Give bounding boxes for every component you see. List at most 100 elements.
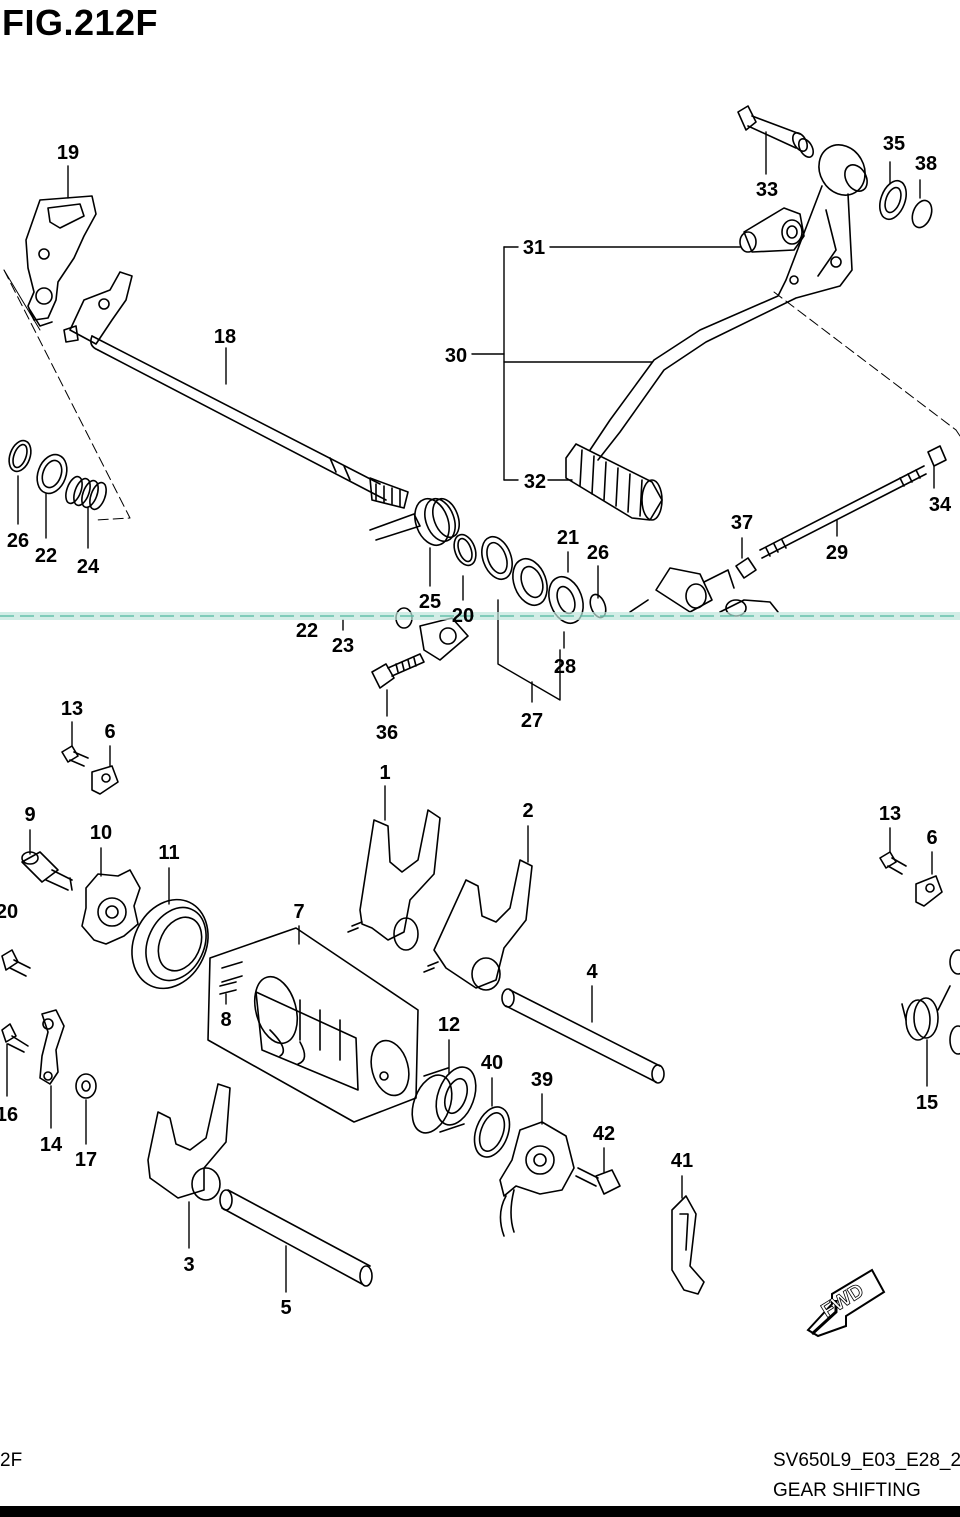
callout-c27: 27 [521,710,543,732]
callout-c32: 32 [524,471,546,493]
callout-c16: 16 [0,1104,18,1126]
part-40-washer [473,1106,511,1158]
callout-c39: 39 [531,1069,553,1091]
part-32-footpeg-rubber [565,443,663,521]
callout-c20top: 20 [452,605,474,627]
callout-c5: 5 [280,1297,291,1319]
callout-c2: 2 [522,800,533,822]
footer-section-name: GEAR SHIFTING [773,1480,921,1501]
callout-c29: 29 [826,542,848,564]
part-42-bolt [575,1167,621,1195]
footer-model-code: SV650L9_E03_E28_212 [773,1450,960,1471]
part-31-rod-end [739,207,805,253]
part-20-clip-mid [453,533,477,567]
callout-c25: 25 [419,591,441,613]
callout-c15: 15 [916,1092,938,1114]
part-15-spring-right [901,985,951,1041]
callout-c10: 10 [90,822,112,844]
callout-c38: 38 [915,153,937,175]
part-13-screw-right [879,851,907,875]
callout-c33: 33 [756,179,778,201]
callout-c17: 17 [75,1149,97,1171]
part-16-screw-left [1,1023,29,1053]
guide-lines-left [3,269,131,521]
callout-c13a: 13 [61,698,83,720]
part-34-nut [927,445,947,467]
callout-c1: 1 [379,762,390,784]
part-17-washer [75,1073,97,1099]
part-30-gearshift-lever [589,144,868,461]
part-8-drum-pins [219,981,237,995]
callout-c26b: 26 [587,542,609,564]
part-6-retainer-left [91,765,119,795]
part-22-washer-mid [481,535,513,581]
part-35-washer [879,179,907,221]
callout-c30: 30 [445,345,467,367]
callout-c21: 21 [557,527,579,549]
callout-c4: 4 [586,961,598,983]
part-2-shift-fork [423,859,533,991]
part-22-washer-left [36,453,68,495]
part-18-gearshift-shaft [63,271,409,509]
leader-lines-bottom [6,721,933,1293]
part-3-shift-fork [147,1083,231,1201]
callout-c6b: 6 [926,827,937,849]
part-25-return-spring [369,497,460,547]
part-29-link-rod [759,465,927,559]
callout-c41: 41 [671,1150,693,1172]
figure-title: FIG.212F [2,2,159,43]
part-24-spring-left [65,475,107,511]
part-13-screw-left [61,745,89,767]
part-5-fork-shaft [219,1189,373,1287]
callout-c42: 42 [593,1123,615,1145]
callout-c14: 14 [40,1134,63,1156]
part-41-pawl [671,1195,705,1295]
part-19-shift-plate [25,195,97,327]
callout-c37: 37 [731,512,753,534]
callout-c22b: 22 [296,620,318,642]
leader-lines-top [17,131,935,717]
part-4-fork-shaft [501,988,665,1084]
part-26-circlip-left [8,439,32,473]
callout-c24: 24 [77,556,100,578]
callout-c8: 8 [220,1009,231,1031]
callout-c11: 11 [158,842,179,864]
scan-artifact-band [0,612,960,620]
part-10-stopper-plate [81,869,141,945]
footer-left-code: 2F [0,1450,23,1471]
callout-c19: 19 [57,142,79,164]
part-36-bolt [371,653,425,689]
callout-c18: 18 [214,326,236,348]
callout-c3: 3 [183,1254,194,1276]
callout-c34: 34 [929,494,952,516]
fwd-arrow-icon: FWD [806,1268,886,1338]
part-edge-right [949,949,960,1055]
callout-c40: 40 [481,1052,503,1074]
callout-c7: 7 [293,901,304,923]
part-1-shift-fork [347,809,441,951]
part-9-cam-pin [21,851,73,891]
part-39-gearshift-cam [499,1121,575,1237]
callout-c36: 36 [376,722,398,744]
part-21-bearing [512,557,548,607]
part-20-screw-left [1,949,31,977]
part-6-retainer-right [915,875,943,907]
callout-c28: 28 [554,656,576,678]
part-38-clip [911,199,933,229]
callout-c12: 12 [438,1014,460,1036]
callout-c9: 9 [24,804,35,826]
callout-c35: 35 [883,133,905,155]
part-12-needle-bearing [411,1066,477,1134]
part-7-shift-drum [207,927,419,1123]
part-37-nut [735,557,757,579]
callout-c31: 31 [523,237,545,259]
callout-c6a: 6 [104,721,115,743]
part-14-stopper-arm [39,1009,65,1085]
part-rod-end-lower [629,567,779,617]
callout-c13b: 13 [879,803,901,825]
callout-c20b: 20 [0,901,18,923]
bottom-border [0,1506,960,1517]
part-11-bearing [131,898,209,990]
